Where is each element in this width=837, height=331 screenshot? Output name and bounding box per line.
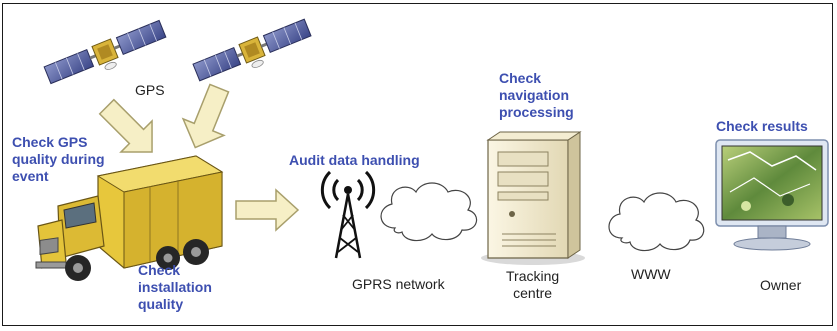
audit-data-label: Audit data handling: [289, 152, 420, 168]
antenna-tower-icon: [320, 170, 376, 259]
gprs-network-label: GPRS network: [352, 276, 445, 292]
arrow-icon: [181, 83, 230, 149]
check-gps-quality-label: Check GPS quality during event: [12, 134, 105, 184]
gps-label: GPS: [135, 82, 165, 98]
check-navigation-label: Check navigation processing: [499, 70, 574, 120]
server-icon: [481, 131, 585, 265]
check-results-label: Check results: [716, 118, 808, 134]
satellite-icon: [192, 18, 312, 82]
monitor-icon: [715, 139, 829, 251]
www-label: WWW: [631, 266, 671, 282]
tracking-centre-label: Tracking centre: [506, 268, 560, 301]
arrow-icon: [98, 98, 153, 153]
owner-label: Owner: [760, 277, 802, 293]
satellite-icon: [43, 19, 167, 85]
check-installation-label: Check installation quality: [138, 262, 212, 312]
truck-icon: [35, 155, 224, 281]
arrow-icon: [235, 188, 300, 232]
cloud-icon: [380, 182, 478, 242]
cloud-icon: [608, 192, 705, 252]
diagram-frame: [2, 3, 833, 326]
